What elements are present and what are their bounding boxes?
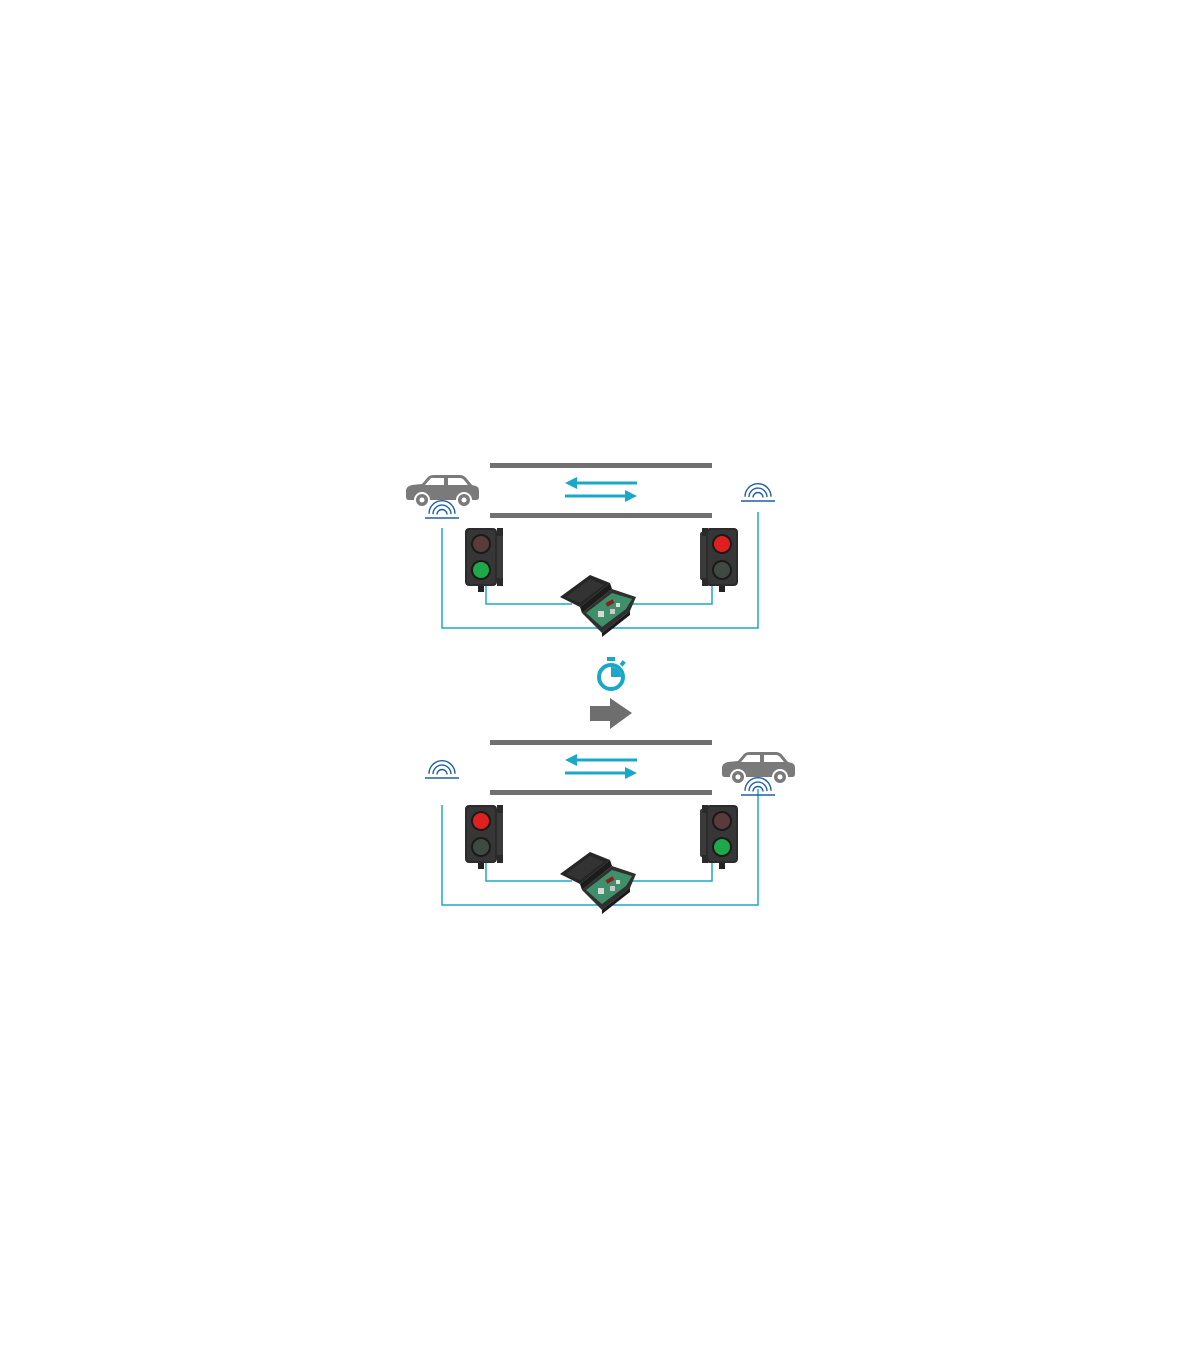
transition-group [590,657,632,729]
red-lamp [473,813,489,829]
road-edge-bottom [490,513,712,518]
wireless-sensor-icon [741,483,775,502]
road-edge-top [490,463,712,468]
car-icon [722,752,795,785]
wireless-sensor-icon [425,760,459,779]
wireless-sensor-icon [741,777,775,796]
red-lamp [714,536,730,552]
road-edge-top [490,740,712,745]
stopwatch-icon [597,657,626,691]
green-lamp [714,562,730,578]
traffic-light-icon [465,805,503,869]
wireless-sensor-icon [425,500,459,519]
green-lamp [473,839,489,855]
traffic-light-icon [700,805,738,869]
arrow-right-icon [590,698,632,729]
panel-phase-2 [425,740,795,914]
panel-phase-1 [406,463,775,637]
controller-box-icon [560,575,636,637]
traffic-light-icon [465,528,503,592]
two-way-arrows-icon [565,754,637,779]
road-edge-bottom [490,790,712,795]
car-icon [406,475,479,508]
red-lamp [473,536,489,552]
green-lamp [473,562,489,578]
controller-box-icon [560,852,636,914]
two-way-arrows-icon [565,477,637,502]
traffic-light-icon [700,528,738,592]
green-lamp [714,839,730,855]
red-lamp [714,813,730,829]
